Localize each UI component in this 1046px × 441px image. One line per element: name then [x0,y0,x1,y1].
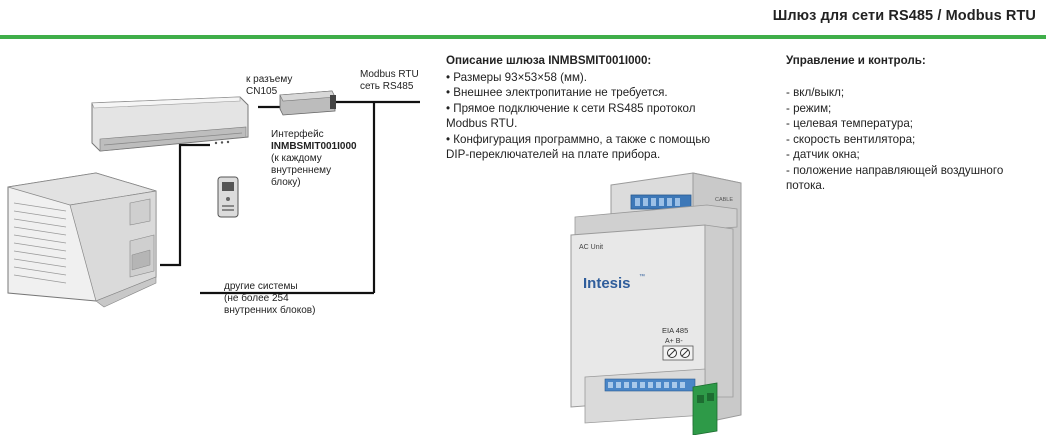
brand-tm: ™ [639,273,645,280]
label-other-systems: другие системы (не более 254 внутренних … [224,281,316,316]
control-line: - датчик окна; [786,148,860,161]
page-title: Шлюз для сети RS485 / Modbus RTU [772,8,1036,24]
control-line: - положение направляющей воздушного [786,163,1004,177]
control-block: Управление и контроль: - вкл/выкл; - реж… [786,53,1003,194]
description-line: • Внешнее электропитание не требуется. [446,86,668,99]
label-cn105: к разъему CN105 [246,74,293,97]
gateway-box-icon [279,90,336,116]
description-line: Modbus RTU. [446,117,518,130]
air-conditioner-indoor-icon [91,96,249,152]
control-title: Управление и контроль: [786,54,926,67]
intesis-device-image: CABLE AC Unit Intesis ™ EIA 485 A+ B- [570,172,742,435]
description-line: • Конфигурация программно, а также с пом… [446,132,711,146]
label-interface: Интерфейс INMBSMIT001I000 (к каждому вну… [271,129,357,188]
control-line: потока. [786,179,826,192]
control-line: - режим; [786,101,832,115]
connection-diagram [7,90,420,308]
header-divider [0,35,1046,39]
description-line: • Прямое подключение к сети RS485 проток… [446,101,696,115]
brand-logo: Intesis [583,275,631,292]
description-title: Описание шлюза INMBSMIT001I000: [446,54,652,67]
terminal-label: A+ B- [665,338,683,345]
cable-label: CABLE [715,197,733,203]
ac-unit-label: AC Unit [579,244,603,251]
control-line: - вкл/выкл; [786,86,845,99]
label-modbus: Modbus RTU сеть RS485 [360,69,419,92]
outdoor-unit-icon [7,172,157,308]
description-line: DIP-переключателей на плате прибора. [446,148,661,161]
control-line: - скорость вентилятора; [786,132,916,146]
remote-control-icon [217,176,239,218]
description-block: Описание шлюза INMBSMIT001I000: • Размер… [446,53,710,163]
control-line: - целевая температура; [786,117,914,130]
description-line: • Размеры 93×53×58 (мм). [446,70,588,84]
eia-label: EIA 485 [662,326,688,335]
